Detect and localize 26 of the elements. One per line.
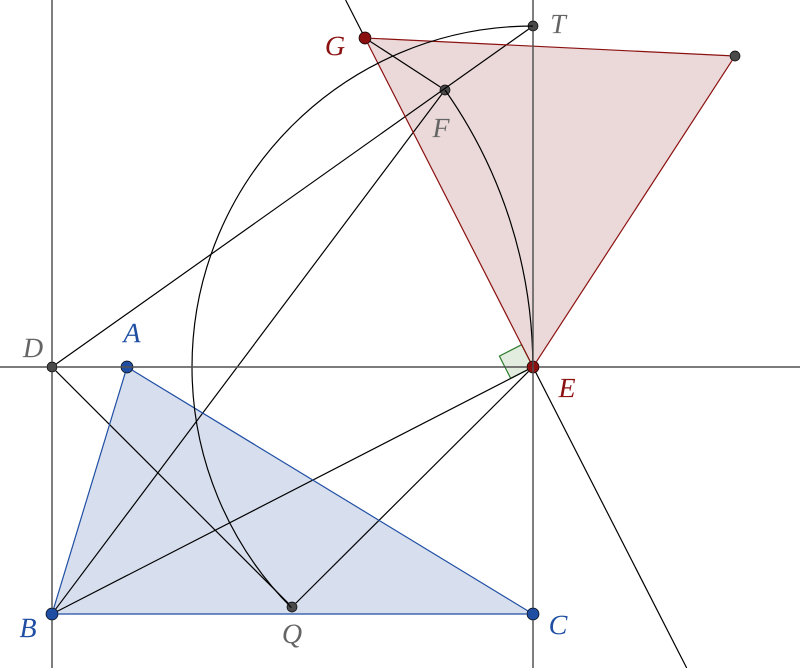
line-segment bbox=[56, 28, 529, 364]
point bbox=[730, 50, 740, 62]
point-label: E bbox=[558, 378, 576, 398]
point-label: A bbox=[122, 324, 141, 342]
line-segment bbox=[58, 613, 527, 615]
line bbox=[57, 366, 527, 368]
arc bbox=[191, 25, 534, 608]
line bbox=[532, 31, 534, 608]
point-label: G bbox=[326, 36, 344, 56]
point-label: D bbox=[22, 338, 43, 358]
point-label: Q bbox=[283, 624, 302, 648]
line-segment bbox=[371, 38, 730, 56]
line-segment bbox=[55, 94, 442, 610]
line bbox=[51, 372, 53, 608]
line-segment bbox=[55, 370, 289, 604]
point-label: C bbox=[550, 616, 568, 634]
point-label: F bbox=[432, 118, 450, 138]
point-label: B bbox=[20, 618, 36, 638]
line-segment bbox=[367, 43, 531, 362]
line-segment bbox=[53, 372, 126, 608]
line-segment bbox=[295, 371, 529, 604]
line-segment bbox=[370, 40, 441, 88]
line-segment bbox=[132, 370, 528, 612]
line-segment bbox=[536, 60, 733, 362]
point-label: T bbox=[552, 14, 568, 34]
arc bbox=[444, 90, 534, 368]
